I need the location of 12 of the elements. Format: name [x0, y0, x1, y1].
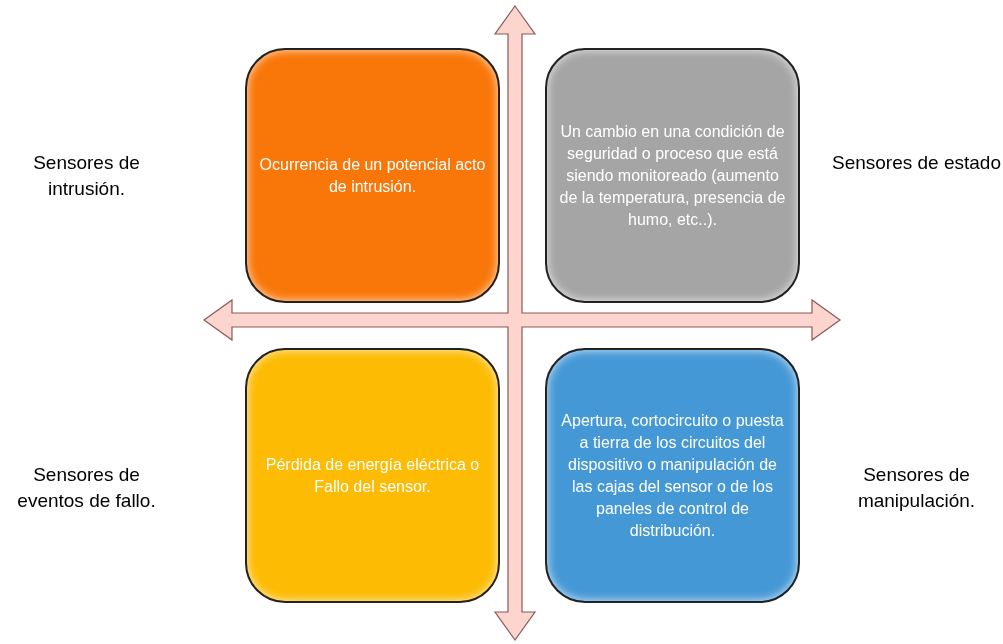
- rounded-box: [245, 48, 500, 303]
- quadrant-label: Sensores de estado: [831, 151, 1002, 175]
- box-text: Ocurrencia de un potencial acto de intrusión.: [259, 154, 486, 197]
- box-text: Un cambio en una condición de seguridad o proceso que está siendo monitoreado (aumento de la temperatura, presencia de humo, etc..).: [559, 121, 786, 230]
- box-text: Pérdida de energía eléctrica o Fallo del sensor.: [264, 454, 481, 497]
- quadrant-label: Sensores de eventos de fallo.: [16, 463, 157, 513]
- rounded-box: [545, 348, 800, 603]
- quadrant-label: Sensores de intrusión.: [32, 151, 141, 201]
- box-text: Apertura, cortocircuito o puesta a tierra de los circuitos del dispositivo o manipulación de las cajas del sensor o de los paneles de control de distribución.: [560, 410, 785, 541]
- rounded-box: [245, 348, 500, 603]
- quadrant-label: Sensores de manipulación.: [856, 463, 977, 513]
- rounded-box: [545, 48, 800, 303]
